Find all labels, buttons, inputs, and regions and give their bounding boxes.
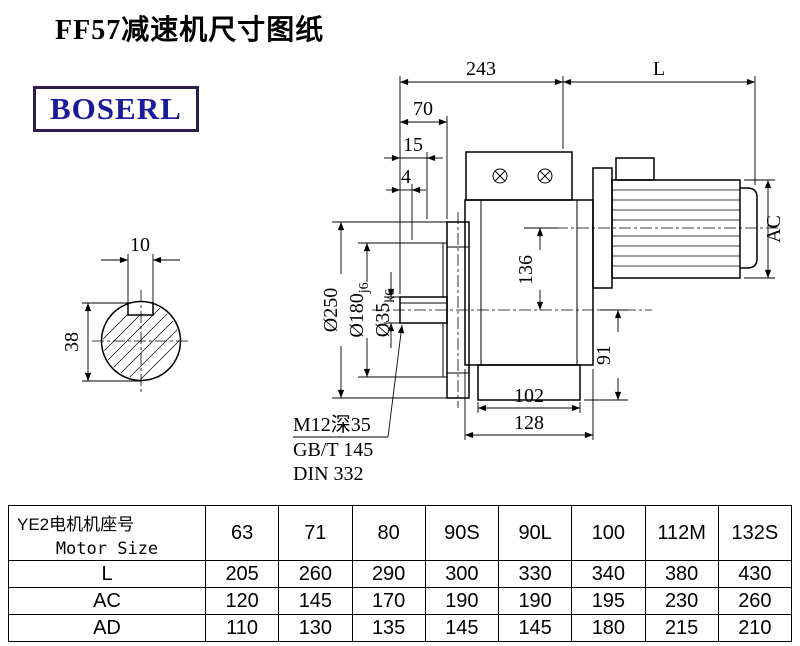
cell-l-112m: 380 — [644, 560, 719, 588]
col-132s: 132S — [717, 505, 793, 561]
col-90l: 90L — [497, 505, 573, 561]
bolt-hole-icon — [492, 168, 508, 184]
gearbox-side-view — [372, 151, 778, 408]
cell-ad-71: 130 — [278, 614, 353, 642]
col-100: 100 — [571, 505, 646, 561]
dim-step-4: 4 — [401, 166, 411, 188]
cell-ac-100: 195 — [571, 587, 646, 615]
bolt-hole-icon — [537, 168, 553, 184]
cell-l-63: 205 — [204, 560, 280, 588]
cell-l-90l: 330 — [497, 560, 573, 588]
motor-fins — [612, 189, 740, 267]
cell-ac-112m: 230 — [644, 587, 719, 615]
cell-ad-112m: 215 — [644, 614, 719, 642]
row-label-l: L — [8, 560, 206, 588]
col-112m: 112M — [644, 505, 719, 561]
dim-shaft-length: 70 — [413, 98, 433, 120]
dim-key-height: 38 — [61, 332, 83, 352]
col-63: 63 — [204, 505, 280, 561]
cell-ac-80: 170 — [351, 587, 426, 615]
cell-ad-80: 135 — [351, 614, 426, 642]
table-row-ac: AC 120 145 170 190 190 195 230 260 — [8, 587, 793, 615]
dim-height-91: 91 — [593, 345, 615, 365]
cell-l-71: 260 — [278, 560, 353, 588]
cell-ad-90s: 145 — [424, 614, 500, 642]
cell-l-100: 340 — [571, 560, 646, 588]
table-row-l: L 205 260 290 300 330 340 380 430 — [8, 560, 793, 588]
dim-housing-total: 243 — [466, 58, 496, 80]
terminal-box — [615, 157, 655, 181]
motor-body — [611, 179, 741, 279]
col-71: 71 — [278, 505, 353, 561]
note-tapped-hole: M12深35 — [293, 413, 371, 436]
table-header-row: YE2电机机座号 Motor Size 63 71 80 90S 90L 100… — [8, 505, 793, 561]
dim-step-15: 15 — [403, 134, 423, 156]
keyway-slot — [128, 302, 153, 315]
cell-ac-63: 120 — [204, 587, 280, 615]
motor-size-table: YE2电机机座号 Motor Size 63 71 80 90S 90L 100… — [8, 505, 793, 642]
header-label-cn: YE2电机机座号 — [17, 515, 135, 534]
dim-key-width: 10 — [130, 234, 150, 256]
row-label-ad: AD — [8, 614, 206, 642]
cell-ad-132s: 210 — [717, 614, 793, 642]
cell-l-90s: 300 — [424, 560, 500, 588]
dimension-drawing: 10 38 — [61, 58, 785, 485]
header-motor-size: YE2电机机座号 Motor Size — [8, 505, 206, 561]
note-thread-standard: GB/T 145 — [293, 439, 373, 461]
page-title: FF57减速机尺寸图纸 — [55, 15, 325, 46]
dim-height-136: 136 — [515, 255, 537, 285]
cell-ad-63: 110 — [204, 614, 280, 642]
header-label-en: Motor Size — [55, 539, 159, 559]
cell-ad-90l: 145 — [497, 614, 573, 642]
row-label-ac: AC — [8, 587, 206, 615]
col-90s: 90S — [424, 505, 500, 561]
motor — [592, 157, 758, 289]
motor-end-cap — [740, 187, 758, 269]
cell-ad-100: 180 — [571, 614, 646, 642]
cell-l-80: 290 — [351, 560, 426, 588]
dim-motor-ac: AC — [763, 215, 785, 243]
col-80: 80 — [351, 505, 426, 561]
note-center-standard: DIN 332 — [293, 463, 364, 485]
dim-shaft-dia: Ø35k6 — [372, 289, 398, 337]
cell-ac-132s: 260 — [717, 587, 793, 615]
dimensions: 243 L 70 15 4 AC 136 — [293, 58, 785, 485]
cell-ac-71: 145 — [278, 587, 353, 615]
dim-spigot-dia: Ø180j6 — [346, 282, 372, 337]
dim-base-128: 128 — [514, 412, 544, 434]
dim-motor-length: L — [653, 58, 665, 80]
dim-flange-dia: Ø250 — [320, 288, 342, 332]
dim-base-102: 102 — [514, 385, 544, 407]
cell-ac-90s: 190 — [424, 587, 500, 615]
cell-l-132s: 430 — [717, 560, 793, 588]
shaft-end-view: 10 38 — [61, 234, 190, 393]
table-row-ad: AD 110 130 135 145 145 180 215 210 — [8, 614, 793, 642]
cell-ac-90l: 190 — [497, 587, 573, 615]
brand-logo: BOSERL — [33, 86, 199, 132]
